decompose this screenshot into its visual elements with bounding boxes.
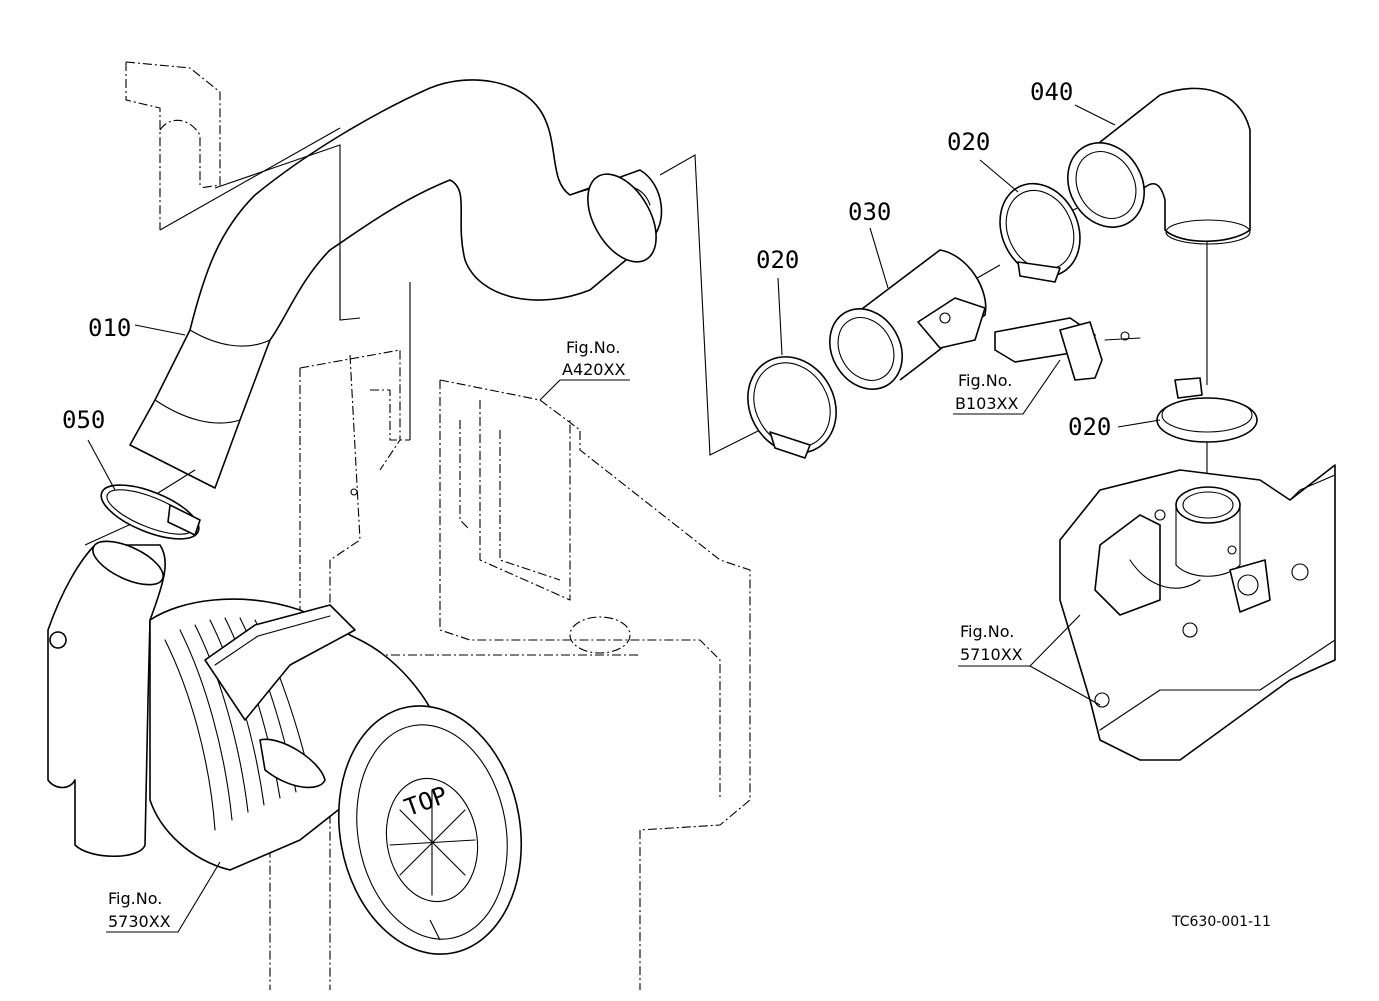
part-number-030: 030 xyxy=(848,198,891,226)
air-cleaner-assembly xyxy=(47,540,523,955)
airflow-sensor xyxy=(994,317,1141,381)
fig-ref-label: Fig.No. xyxy=(566,338,620,357)
fig-ref-5730xx[interactable]: Fig.No. 5730XX xyxy=(106,861,441,941)
hose-clamp-050 xyxy=(100,484,201,540)
hose-clamp-020-right xyxy=(1156,377,1258,443)
mount-bracket-outline xyxy=(125,61,221,230)
pipe-030 xyxy=(829,249,987,390)
part-number-020-right: 020 xyxy=(1068,413,1111,441)
fig-ref-label: Fig.No. xyxy=(108,889,162,908)
part-callouts: 010 050 020 030 020 040 020 xyxy=(62,78,1161,491)
leader-020-right xyxy=(1117,419,1161,428)
elbow-hose-040 xyxy=(1067,87,1251,245)
fig-ref-label: Fig.No. xyxy=(958,371,1012,390)
fig-ref-5710xx[interactable]: Fig.No. 5710XX xyxy=(958,614,1101,706)
fig-ref-code: 5730XX xyxy=(108,912,171,931)
part-number-020-middle: 020 xyxy=(947,128,990,156)
part-number-040: 040 xyxy=(1030,78,1073,106)
leader-020-left xyxy=(777,277,783,356)
intake-manifold-assembly xyxy=(1059,464,1336,761)
leader-040 xyxy=(1074,104,1116,126)
drawing-code: TC630-001-11 xyxy=(1171,914,1271,930)
fig-ref-b103xx[interactable]: Fig.No. B103XX xyxy=(953,359,1061,415)
figure-references: Fig.No. A420XX Fig.No. B103XX Fig.No. 57… xyxy=(106,338,1101,941)
fig-ref-code: B103XX xyxy=(955,394,1018,413)
fig-ref-code: 5710XX xyxy=(960,645,1023,664)
part-number-020-left: 020 xyxy=(756,246,799,274)
leader-030 xyxy=(869,227,889,289)
leader-010 xyxy=(134,324,186,336)
part-number-010: 010 xyxy=(88,314,131,342)
fig-ref-a420xx[interactable]: Fig.No. A420XX xyxy=(539,338,630,401)
fig-ref-code: A420XX xyxy=(562,360,625,379)
intake-hose-010 xyxy=(129,79,663,489)
fig-ref-label: Fig.No. xyxy=(960,622,1014,641)
leader-020-middle xyxy=(979,159,1019,193)
hose-clamp-020-left xyxy=(747,356,837,459)
leader-050 xyxy=(87,439,116,491)
part-number-050: 050 xyxy=(62,406,105,434)
hose-clamp-020-middle xyxy=(999,182,1081,283)
